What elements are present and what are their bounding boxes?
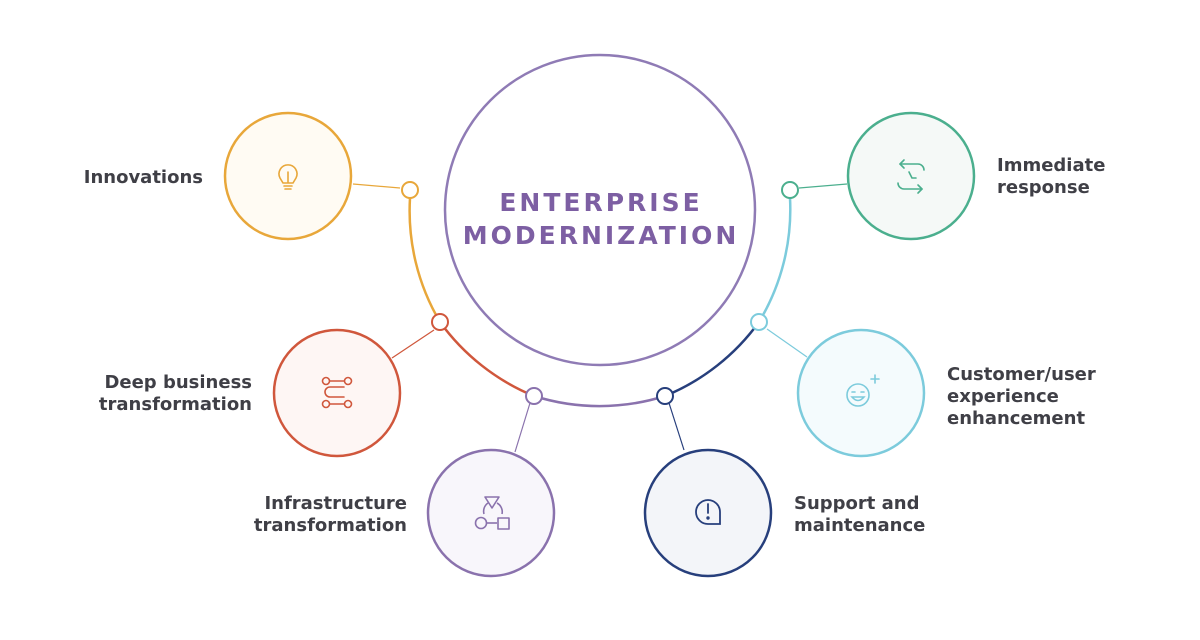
connector-customer: [766, 328, 808, 358]
arc-dot-infrastructure: [525, 387, 543, 405]
arc-segment-deep-business: [438, 321, 535, 398]
arc-segment-support: [664, 321, 761, 398]
node-deep-business: [272, 328, 402, 458]
lightbulb-icon: [278, 164, 298, 190]
arc-dot-deep-business: [431, 313, 449, 331]
label-customer: Customer/user experience enhancement: [947, 364, 1096, 429]
shapes-icon: [474, 496, 510, 530]
arc-dot-innovations: [401, 181, 419, 199]
arc-dot-support: [656, 387, 674, 405]
diagram-title: ENTERPRISE MODERNIZATION: [462, 188, 740, 250]
smiley-plus-icon: [846, 374, 880, 407]
connector-innovations: [352, 183, 401, 189]
connector-deep-business: [391, 329, 435, 359]
arc-dot-customer: [750, 313, 768, 331]
label-immediate: Immediate response: [997, 155, 1106, 198]
process-flow-icon: [321, 376, 353, 409]
connector-infrastructure: [514, 402, 531, 453]
node-customer: [796, 328, 926, 458]
label-deep-business: Deep business transformation: [98, 372, 252, 415]
arc-segment-innovations: [408, 197, 442, 323]
node-circle-infrastructure: [426, 448, 556, 578]
node-immediate: [846, 111, 976, 241]
connector-immediate: [798, 183, 848, 189]
node-innovations: [223, 111, 353, 241]
connector-support: [668, 402, 685, 451]
refresh-arrows-icon: [897, 159, 925, 194]
label-support: Support and maintenance: [794, 493, 926, 536]
arc-segment-infrastructure: [533, 394, 666, 408]
arc-dot-immediate: [781, 181, 799, 199]
arc-segment-customer: [757, 197, 792, 323]
center-circle: [443, 53, 757, 367]
node-circle-customer: [796, 328, 926, 458]
node-support: [643, 448, 773, 578]
node-circle-deep-business: [272, 328, 402, 458]
alert-bubble-icon: [695, 499, 721, 525]
label-innovations: Innovations: [83, 167, 203, 188]
label-infrastructure: Infrastructure transformation: [253, 493, 407, 536]
node-infrastructure: [426, 448, 556, 578]
